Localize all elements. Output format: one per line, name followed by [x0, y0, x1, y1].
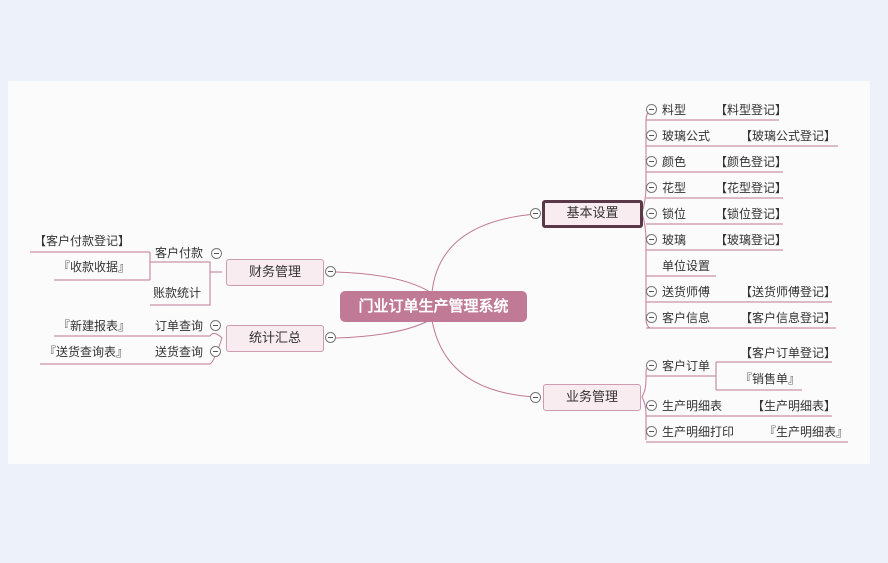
collapse-toggle-icon[interactable]: [646, 426, 657, 437]
basic-item-link[interactable]: 【花型登记】: [715, 181, 788, 195]
finance-item-label[interactable]: 账款统计: [153, 286, 202, 300]
finance-item-link[interactable]: 【客户付款登记】: [34, 234, 131, 248]
business-item-label[interactable]: 客户订单: [662, 359, 711, 373]
basic-item-link[interactable]: 【料型登记】: [715, 103, 788, 117]
mindmap-canvas: [8, 81, 870, 464]
basic-item-label[interactable]: 料型: [662, 103, 687, 117]
collapse-toggle-icon[interactable]: [646, 104, 657, 115]
branch-statistics-summary[interactable]: 统计汇总: [226, 325, 324, 352]
basic-item-link[interactable]: 【客户信息登记】: [740, 311, 837, 325]
basic-item-label[interactable]: 玻璃公式: [662, 129, 711, 143]
basic-item-link[interactable]: 【颜色登记】: [715, 155, 788, 169]
collapse-toggle-icon[interactable]: [646, 360, 657, 371]
business-item-link[interactable]: 『销售单』: [740, 372, 801, 386]
collapse-toggle-icon[interactable]: [325, 332, 336, 343]
finance-item-label[interactable]: 客户付款: [155, 246, 204, 260]
basic-item-label[interactable]: 玻璃: [662, 233, 687, 247]
collapse-toggle-icon[interactable]: [646, 400, 657, 411]
business-item-link[interactable]: 『生产明细表』: [764, 425, 849, 439]
stats-item-link[interactable]: 『新建报表』: [58, 319, 131, 333]
basic-item-label[interactable]: 锁位: [662, 207, 687, 221]
collapse-toggle-icon[interactable]: [646, 286, 657, 297]
branch-business-management[interactable]: 业务管理: [543, 384, 641, 411]
basic-item-label[interactable]: 送货师傅: [662, 285, 711, 299]
collapse-toggle-icon[interactable]: [530, 392, 541, 403]
basic-item-link[interactable]: 【玻璃公式登记】: [740, 129, 837, 143]
collapse-toggle-icon[interactable]: [325, 266, 336, 277]
collapse-toggle-icon[interactable]: [530, 208, 541, 219]
branch-basic-settings[interactable]: 基本设置: [542, 200, 643, 228]
stats-item-label[interactable]: 送货查询: [155, 345, 204, 359]
basic-item-link[interactable]: 【玻璃登记】: [715, 233, 788, 247]
finance-item-link[interactable]: 『收款收据』: [58, 260, 131, 274]
business-item-link[interactable]: 【客户订单登记】: [740, 346, 837, 360]
basic-item-label[interactable]: 单位设置: [662, 259, 711, 273]
basic-item-label[interactable]: 花型: [662, 181, 687, 195]
collapse-toggle-icon[interactable]: [210, 346, 221, 357]
collapse-toggle-icon[interactable]: [211, 248, 222, 259]
collapse-toggle-icon[interactable]: [646, 312, 657, 323]
root-topic[interactable]: 门业订单生产管理系统: [340, 291, 527, 322]
collapse-toggle-icon[interactable]: [646, 156, 657, 167]
branch-finance-management[interactable]: 财务管理: [226, 259, 324, 286]
collapse-toggle-icon[interactable]: [646, 234, 657, 245]
basic-item-label[interactable]: 客户信息: [662, 311, 711, 325]
collapse-toggle-icon[interactable]: [646, 182, 657, 193]
stats-item-link[interactable]: 『送货查询表』: [44, 345, 129, 359]
business-item-link[interactable]: 【生产明细表】: [752, 399, 837, 413]
basic-item-link[interactable]: 【锁位登记】: [715, 207, 788, 221]
basic-item-label[interactable]: 颜色: [662, 155, 687, 169]
basic-item-link[interactable]: 【送货师傅登记】: [740, 285, 837, 299]
collapse-toggle-icon[interactable]: [210, 320, 221, 331]
collapse-toggle-icon[interactable]: [646, 130, 657, 141]
business-item-label[interactable]: 生产明细打印: [662, 425, 735, 439]
business-item-label[interactable]: 生产明细表: [662, 399, 723, 413]
collapse-toggle-icon[interactable]: [646, 208, 657, 219]
stats-item-label[interactable]: 订单查询: [155, 319, 204, 333]
